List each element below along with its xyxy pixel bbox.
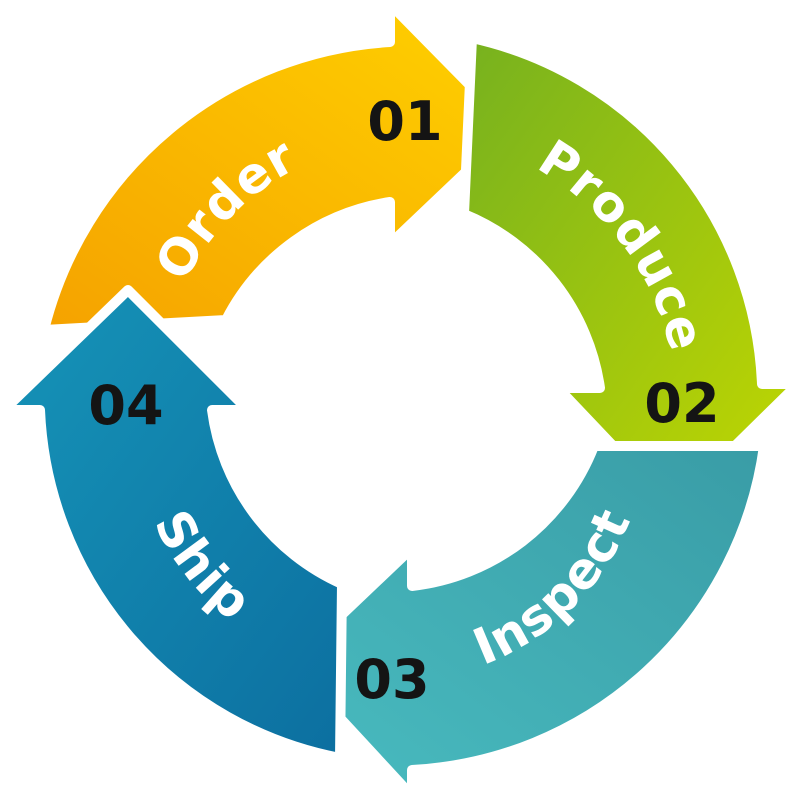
step-number-04: 04 (88, 374, 163, 437)
segment-order-arrow (39, 0, 517, 335)
segment-ship-arrow (0, 285, 347, 763)
step-number-01: 01 (367, 90, 442, 153)
segment-inspect-arrow (285, 441, 769, 800)
step-number-02: 02 (644, 372, 719, 435)
step-number-03: 03 (354, 648, 429, 711)
segment-produce-arrow (459, 33, 800, 513)
